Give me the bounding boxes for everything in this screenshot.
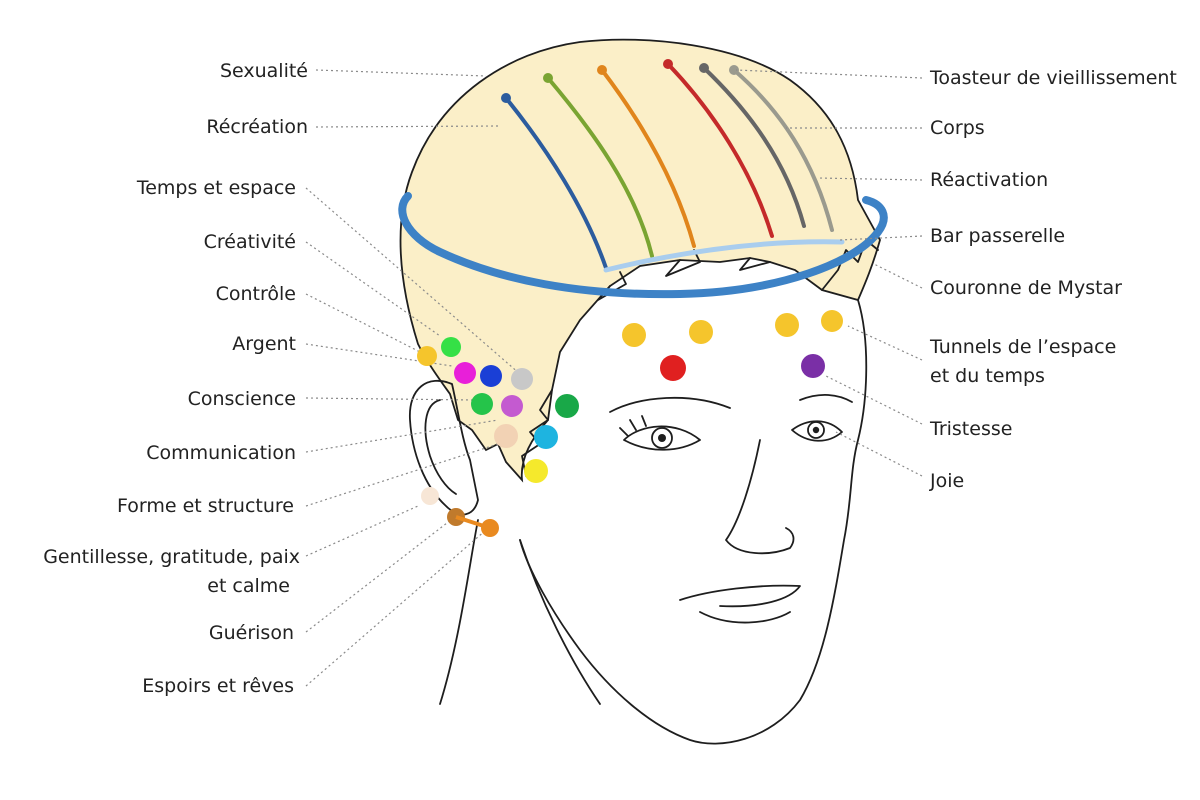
bridge-bar	[603, 239, 845, 273]
stripe-gray-end	[699, 63, 709, 73]
stripe-taupe	[732, 68, 834, 232]
label-tunnels-line1: Tunnels de l’espace	[929, 336, 1116, 358]
mystar-crown	[398, 192, 888, 299]
stripe-green	[546, 76, 654, 258]
label-conscience: Conscience	[188, 388, 296, 410]
label-sexualite: Sexualité	[220, 60, 308, 82]
label-argent: Argent	[232, 333, 296, 355]
leader-tunnels	[847, 325, 923, 361]
green-point-b	[555, 394, 579, 418]
tristesse-point	[801, 354, 825, 378]
violet-point	[501, 395, 523, 417]
ear-inner	[424, 399, 457, 495]
red-point	[660, 355, 686, 381]
stripe-taupe-end	[729, 65, 739, 75]
ear-outline	[409, 379, 479, 516]
label-recreation: Récréation	[206, 116, 308, 138]
leader-communication	[305, 419, 499, 453]
stripe-green-end	[543, 73, 553, 83]
guerison-connector	[455, 515, 491, 530]
sideburn-strands	[521, 389, 553, 477]
stripe-orange-end	[597, 65, 607, 75]
label-tristesse: Tristesse	[929, 418, 1012, 440]
label-reactivation: Réactivation	[930, 169, 1048, 191]
label-controle: Contrôle	[216, 283, 296, 305]
label-creativite: Créativité	[204, 231, 296, 253]
label-temps-espace: Temps et espace	[136, 177, 296, 199]
lower-lip	[699, 611, 791, 624]
leader-couronne	[873, 263, 923, 289]
leader-gentillesse	[305, 505, 419, 557]
leader-tristesse	[825, 375, 923, 425]
leader-guerison	[305, 515, 457, 633]
leader-reactivation	[817, 177, 923, 181]
leader-toasteur	[735, 69, 923, 79]
left-lashes	[619, 415, 647, 437]
controle-point	[417, 346, 437, 366]
face-outline	[519, 299, 868, 745]
leader-controle	[305, 293, 425, 355]
cyan-point	[534, 425, 558, 449]
right-pupil	[812, 426, 820, 434]
green-point-a	[471, 393, 493, 415]
leader-forme-structure	[305, 443, 499, 507]
stripe-gray	[702, 66, 806, 228]
label-corps: Corps	[930, 117, 985, 139]
channel-stripes	[501, 59, 834, 270]
stripe-blue-end	[501, 93, 511, 103]
left-pupil	[658, 434, 666, 442]
forme-structure-point	[421, 487, 439, 505]
label-joie: Joie	[929, 470, 964, 492]
right-eyebrow	[799, 394, 853, 403]
neck-line	[519, 539, 601, 705]
leader-lines	[305, 69, 923, 687]
leader-recreation	[315, 125, 499, 128]
mouth	[679, 584, 801, 608]
stripe-red	[666, 62, 774, 238]
conscience-point	[480, 365, 502, 387]
label-forme-structure: Forme et structure	[117, 495, 294, 517]
right-eye	[791, 420, 843, 442]
leader-joie	[835, 431, 923, 477]
creativite-point	[441, 337, 461, 357]
forehead-yellow-b	[689, 320, 713, 344]
left-eyebrow	[609, 396, 731, 413]
label-bar-passerelle: Bar passerelle	[930, 225, 1065, 247]
yellow-point	[524, 459, 548, 483]
label-gentillesse-line2: et calme	[207, 575, 290, 597]
temps-espace-point	[511, 368, 533, 390]
leader-conscience	[305, 397, 475, 401]
label-gentillesse-line1: Gentillesse, gratitude, paix	[43, 546, 300, 568]
jaw-to-neck	[439, 519, 479, 705]
nose	[725, 439, 795, 555]
leader-creativite	[305, 241, 441, 337]
leader-temps-espace	[305, 187, 521, 375]
forehead-yellow-c	[775, 313, 799, 337]
labels-right: Toasteur de vieillissement Corps Réactiv…	[929, 67, 1177, 492]
argent-point	[454, 362, 476, 384]
label-espoirs-reves: Espoirs et rêves	[142, 675, 294, 697]
label-couronne: Couronne de Mystar	[930, 277, 1122, 299]
tunnels-point	[821, 310, 843, 332]
label-guerison: Guérison	[209, 622, 294, 644]
leader-sexualite	[315, 69, 487, 77]
label-tunnels-line2: et du temps	[930, 365, 1045, 387]
hair-fringe-2	[665, 249, 701, 277]
communication-point	[494, 424, 518, 448]
label-communication: Communication	[146, 442, 296, 464]
leader-espoirs	[305, 529, 487, 687]
label-toasteur: Toasteur de vieillissement	[929, 67, 1177, 89]
labels-left: Sexualité Récréation Temps et espace Cré…	[43, 60, 308, 697]
leader-bar-passerelle	[839, 235, 923, 241]
hair-fringe-3	[739, 257, 771, 271]
ear	[409, 379, 479, 516]
face	[439, 299, 868, 745]
stripe-orange	[600, 68, 696, 248]
stripe-red-end	[663, 59, 673, 69]
forehead-yellow-a	[622, 323, 646, 347]
left-eye	[623, 425, 701, 451]
energy-points	[417, 310, 843, 537]
stripe-blue	[504, 96, 608, 270]
